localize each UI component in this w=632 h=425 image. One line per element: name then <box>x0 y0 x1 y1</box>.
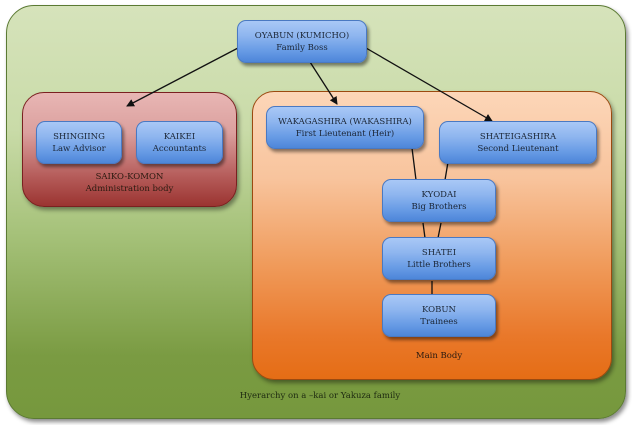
node-subtitle: Law Advisor <box>52 143 106 154</box>
administration-subtitle: Administration body <box>85 184 174 194</box>
node-shateigashira[interactable]: SHATEIGASHIRA Second Lieutenant <box>439 121 597 164</box>
main-body-caption: Main Body <box>415 351 463 361</box>
node-subtitle: Trainees <box>420 316 458 327</box>
node-oyabun[interactable]: OYABUN (KUMICHO) Family Boss <box>237 20 367 63</box>
node-subtitle: Second Lieutenant <box>477 143 559 154</box>
node-subtitle: Big Brothers <box>411 201 467 212</box>
node-subtitle: First Lieutenant (Heir) <box>295 128 395 139</box>
node-title: SHATEIGASHIRA <box>479 131 557 142</box>
administration-caption: SAIKO-KOMON Administration body <box>22 171 237 195</box>
node-subtitle: Little Brothers <box>407 259 471 270</box>
node-title: KOBUN <box>422 304 456 315</box>
node-title: OYABUN (KUMICHO) <box>254 30 350 41</box>
node-subtitle: Family Boss <box>276 42 328 53</box>
node-title: KAIKEI <box>163 131 196 142</box>
node-title: KYODAI <box>421 189 457 200</box>
node-shatei[interactable]: SHATEI Little Brothers <box>382 237 496 280</box>
node-kaikei[interactable]: KAIKEI Accountants <box>136 121 223 164</box>
administration-title: SAIKO-KOMON <box>95 172 164 182</box>
node-wakagashira[interactable]: WAKAGASHIRA (WAKASHIRA) First Lieutenant… <box>266 106 424 149</box>
node-title: SHINGIING <box>53 131 105 142</box>
node-title: SHATEI <box>421 247 457 258</box>
node-title: WAKAGASHIRA (WAKASHIRA) <box>278 116 412 127</box>
diagram-caption: Hyerarchy on a –kai or Yakuza family <box>239 391 401 401</box>
node-kobun[interactable]: KOBUN Trainees <box>382 294 496 337</box>
node-shingiing[interactable]: SHINGIING Law Advisor <box>36 121 122 164</box>
node-subtitle: Accountants <box>152 143 207 154</box>
node-kyodai[interactable]: KYODAI Big Brothers <box>382 179 496 222</box>
